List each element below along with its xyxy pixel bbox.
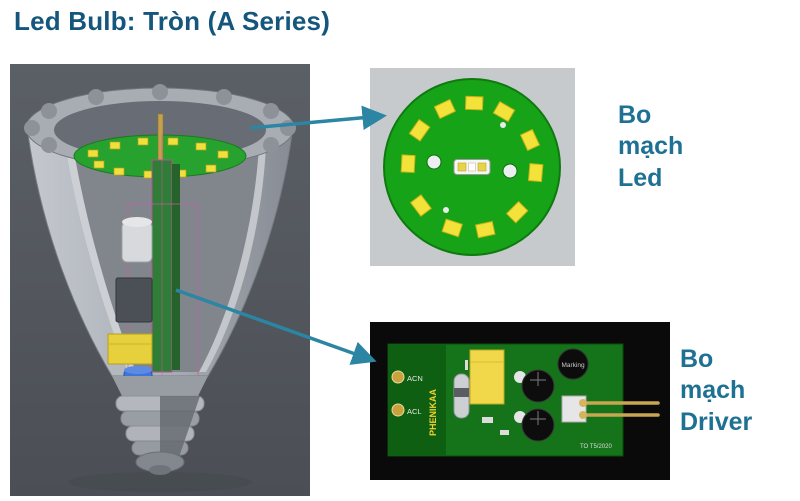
- marking-capacitor: [557, 348, 589, 380]
- mounting-holes: [426, 122, 518, 213]
- screw-base: [115, 395, 205, 475]
- driver-board-drawing: ACN ACL PHENIKAA Marking: [387, 343, 660, 457]
- acn-text: ACN: [407, 374, 423, 383]
- cut-face-right: [199, 146, 266, 372]
- bulb-driver-pcb-edge: [172, 164, 180, 370]
- page-title: Led Bulb: Tròn (A Series): [14, 6, 331, 36]
- driver-board-label: Bo mạch Driver: [680, 345, 753, 436]
- led-board-image: [370, 68, 575, 266]
- pin-pad-1: [579, 399, 587, 407]
- cut-face-left: [65, 146, 136, 372]
- component-dark-module: [115, 277, 153, 323]
- bulb-led-chips: [87, 137, 229, 179]
- led-chips: [400, 95, 544, 239]
- output-pins: [582, 401, 660, 417]
- led-board-drawing: [383, 78, 561, 256]
- capacitor-white-top: [122, 217, 152, 227]
- transformer-yellow: [107, 333, 153, 365]
- transformer-yellow-driver: [469, 349, 505, 405]
- bulb-cutaway-image: [10, 64, 310, 496]
- driver-pcb-input-section: [388, 344, 446, 456]
- pin-pad-2: [579, 411, 587, 419]
- capacitor-silver-band: [454, 388, 469, 397]
- date-code-text: TO T5/2020: [580, 444, 612, 450]
- acl-text: ACL: [407, 407, 422, 416]
- center-connector: [453, 159, 491, 175]
- smd-components: [465, 360, 509, 435]
- bulb-cutaway-drawing: [24, 84, 296, 492]
- electrolytic-capacitors: [521, 369, 555, 442]
- acn-pad: [391, 370, 405, 384]
- bulb-shadow: [68, 472, 252, 492]
- led-board-label: Bo mạch Led: [618, 101, 684, 192]
- capacitor-white: [121, 221, 153, 263]
- marking-text: Marking: [561, 362, 585, 369]
- capacitor-blue-top: [124, 366, 152, 374]
- bulb-neck: [112, 376, 208, 396]
- driver-board-image: ACN ACL PHENIKAA Marking: [370, 322, 670, 480]
- brand-text: PHENIKAA: [428, 388, 438, 436]
- acl-pad: [391, 403, 405, 417]
